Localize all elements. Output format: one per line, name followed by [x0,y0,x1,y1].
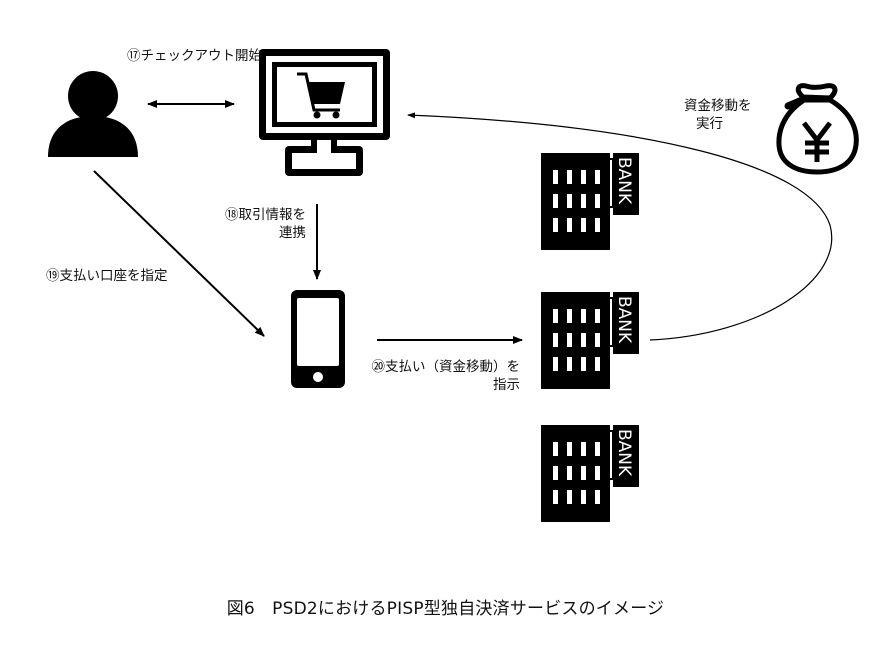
bank-window [567,333,572,347]
transfer-label: 資金移動を 実行 [684,97,752,133]
shopping-cart-icon [297,72,345,119]
step-20-line2: 指示 [493,377,520,393]
bank-window [595,170,600,184]
bank-window [567,357,572,371]
step-20-label: ⑳支払い（資金移動）を 指示 [340,358,521,394]
bank-window [567,194,572,208]
bank-window [595,357,600,371]
step-18-line2: 連携 [279,225,306,241]
bank-window [595,466,600,480]
bank-building-icon: BANK [541,153,639,250]
bank-window [581,194,586,208]
bank-window [567,442,572,456]
bank-window [553,333,558,347]
bank-window [595,442,600,456]
bank-building-icon: BANK [541,425,639,522]
bank-sign [613,153,639,215]
bank-sign-text: BANK [614,429,634,477]
step-17-label: ⑰チェックアウト開始 [127,48,262,64]
figure-caption: 図6 PSD2におけるPISP型独自決済サービスのイメージ [226,599,665,619]
bank-window [595,333,600,347]
bank-window [595,490,600,504]
bank-sign [613,425,639,487]
bank-window [581,170,586,184]
bank-window [553,442,558,456]
bank-window [567,490,572,504]
bank-building-icon: BANK [541,292,639,389]
smartphone-icon [291,290,345,388]
bank-window [567,218,572,232]
step-18-line1: ⑱取引情報を [225,207,306,223]
yen-money-bag-icon [776,83,859,175]
arrow-user-phone [93,170,265,337]
bank-window [581,309,586,323]
arrow-bank-pc-curve [407,112,833,341]
bank-window [581,442,586,456]
bank-window [567,309,572,323]
step-20-line1: ⑳支払い（資金移動）を [371,359,521,375]
bank-window [595,218,600,232]
bank-window [595,194,600,208]
bank-window [553,170,558,184]
step-18-label: ⑱取引情報を 連携 [206,206,306,242]
bank-window [581,333,586,347]
bank-window [567,170,572,184]
person-icon [48,71,138,157]
yen-symbol [802,121,832,162]
bank-window [553,218,558,232]
transfer-line2: 実行 [696,116,723,132]
bank-sign-text: BANK [614,296,634,344]
bank-window [567,466,572,480]
bank-window [581,490,586,504]
bank-window [553,357,558,371]
bank-sign [613,292,639,354]
bank-window [595,309,600,323]
bank-window [553,309,558,323]
step-19-label: ⑲支払い口座を指定 [46,268,168,284]
bank-window [553,490,558,504]
monitor-cart-icon [259,49,390,176]
bank-window [553,194,558,208]
bank-window [553,466,558,480]
bank-window [581,357,586,371]
bank-sign-text: BANK [614,157,634,205]
bank-window [581,466,586,480]
bank-window [581,218,586,232]
transfer-line1: 資金移動を [684,98,752,114]
